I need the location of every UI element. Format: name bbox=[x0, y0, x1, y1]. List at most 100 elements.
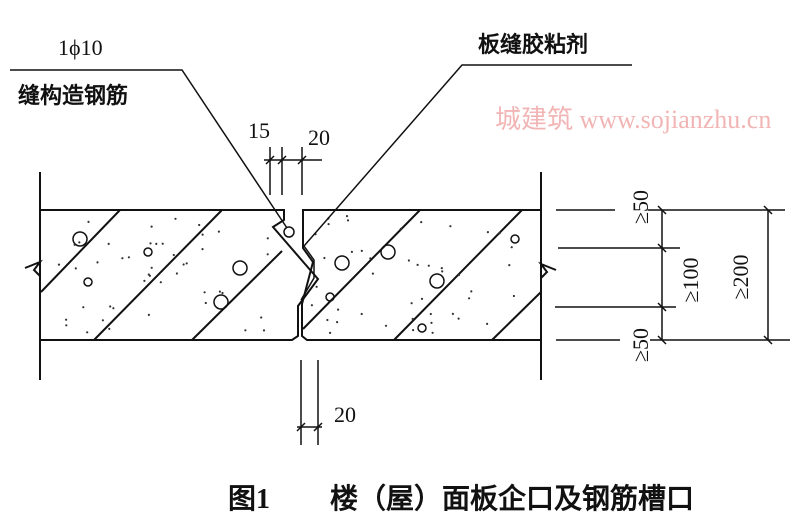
speckle-dot bbox=[203, 291, 206, 294]
speckle-dot bbox=[201, 233, 204, 236]
speckle-dot bbox=[427, 264, 430, 267]
speckle-dot bbox=[457, 317, 460, 320]
speckle-dot bbox=[101, 319, 104, 322]
speckle-dot bbox=[470, 290, 473, 293]
speckle-dot bbox=[182, 263, 185, 266]
speckle-dot bbox=[218, 290, 221, 293]
speckle-dot bbox=[86, 331, 89, 334]
bottom-dimension bbox=[296, 360, 323, 445]
dim-20-bottom-label: 20 bbox=[334, 402, 356, 427]
speckle-dot bbox=[159, 281, 162, 284]
dim-200-label: ≥200 bbox=[728, 254, 753, 299]
dim-20-top-label: 20 bbox=[308, 125, 330, 150]
rebar-circle bbox=[283, 226, 295, 238]
dim-50-top-label: ≥50 bbox=[628, 190, 653, 224]
speckle-dot bbox=[346, 219, 350, 222]
left-break-symbol bbox=[24, 259, 43, 277]
adhesive-leader-line bbox=[303, 64, 632, 247]
speckle-dot bbox=[399, 227, 402, 230]
speckle-dot bbox=[369, 257, 372, 260]
left-slab bbox=[40, 209, 320, 341]
speckle-dot bbox=[87, 220, 90, 223]
dim-15-label: 15 bbox=[248, 118, 270, 143]
speckle-dot bbox=[360, 312, 363, 316]
speckle-dot bbox=[112, 307, 115, 310]
speckle-dot bbox=[149, 242, 152, 245]
rebar-name-label: 缝构造钢筋 bbox=[18, 83, 128, 109]
speckle-dot bbox=[201, 248, 204, 251]
watermark: 城建筑 www.sojianzhu.cn bbox=[495, 105, 771, 134]
speckle-dot bbox=[65, 318, 68, 321]
speckle-dot bbox=[155, 242, 158, 245]
speckle-dot bbox=[429, 312, 432, 316]
speckle-dot bbox=[498, 232, 501, 235]
speckle-dot bbox=[82, 306, 85, 309]
speckle-dot bbox=[323, 256, 326, 260]
speckle-dot bbox=[74, 267, 77, 270]
speckle-dot bbox=[508, 264, 511, 267]
right-dimensions bbox=[555, 205, 790, 345]
speckle-dot bbox=[360, 249, 363, 252]
speckle-dot bbox=[457, 273, 461, 276]
speckle-dot bbox=[310, 304, 313, 307]
speckle-dot bbox=[310, 257, 313, 260]
speckle-dot bbox=[217, 230, 220, 233]
speckle-dot bbox=[451, 312, 454, 315]
speckle-dot bbox=[73, 243, 76, 246]
speckle-dot bbox=[336, 321, 339, 324]
rebar-spec-label: 1ϕ10 bbox=[58, 35, 103, 60]
speckle-dot bbox=[127, 256, 130, 259]
speckle-dot bbox=[174, 217, 177, 220]
figure-number: 图1 bbox=[228, 484, 270, 515]
speckle-dot bbox=[96, 261, 99, 264]
adhesive-label: 板缝胶粘剂 bbox=[478, 32, 588, 58]
speckle-dot bbox=[161, 242, 164, 245]
figure-caption: 楼（屋）面板企口及钢筋槽口 bbox=[330, 482, 694, 515]
aggregate-circles bbox=[72, 231, 520, 333]
speckle-dot bbox=[107, 242, 110, 245]
speckle-dot bbox=[410, 302, 413, 305]
speckle-dot bbox=[150, 266, 153, 269]
speckle-dot bbox=[430, 321, 433, 324]
speckle-dot bbox=[431, 331, 434, 334]
dim-50-bottom-label: ≥50 bbox=[628, 328, 653, 362]
speckle-dot bbox=[78, 241, 81, 244]
speckle-dot bbox=[109, 305, 112, 308]
speckle-dot bbox=[108, 327, 111, 330]
top-dimension bbox=[264, 147, 322, 195]
right-break-symbol bbox=[538, 261, 557, 279]
aggregate-dots bbox=[57, 215, 516, 334]
speckle-dot bbox=[420, 221, 423, 224]
speckle-dot bbox=[315, 285, 318, 288]
right-slab bbox=[301, 209, 542, 341]
speckle-dot bbox=[486, 322, 489, 325]
speckle-dot bbox=[244, 329, 247, 332]
speckle-dot bbox=[175, 272, 178, 275]
speckle-dot bbox=[416, 263, 419, 266]
speckle-dot bbox=[384, 324, 388, 327]
speckle-dot bbox=[345, 215, 349, 218]
speckle-dot bbox=[512, 294, 516, 298]
speckle-dot bbox=[260, 316, 263, 319]
speckle-dot bbox=[441, 270, 444, 273]
speckle-dot bbox=[486, 231, 489, 234]
speckle-dot bbox=[411, 317, 414, 320]
speckle-dot bbox=[266, 237, 269, 240]
speckle-dot bbox=[266, 253, 269, 256]
speckle-dot bbox=[147, 273, 150, 276]
speckle-dot bbox=[150, 225, 153, 228]
speckle-dot bbox=[262, 329, 266, 332]
speckle-dot bbox=[468, 297, 471, 300]
speckle-dot bbox=[440, 267, 443, 270]
speckle-dot bbox=[371, 272, 374, 275]
speckle-dot bbox=[326, 318, 329, 322]
adhesive-layer bbox=[300, 245, 315, 301]
speckle-dot bbox=[221, 291, 224, 295]
speckle-dot bbox=[327, 223, 330, 226]
speckle-dot bbox=[350, 250, 353, 253]
speckle-dot bbox=[172, 253, 175, 257]
speckle-dot bbox=[337, 308, 340, 311]
dim-100-label: ≥100 bbox=[678, 257, 703, 302]
speckle-dot bbox=[204, 301, 207, 305]
